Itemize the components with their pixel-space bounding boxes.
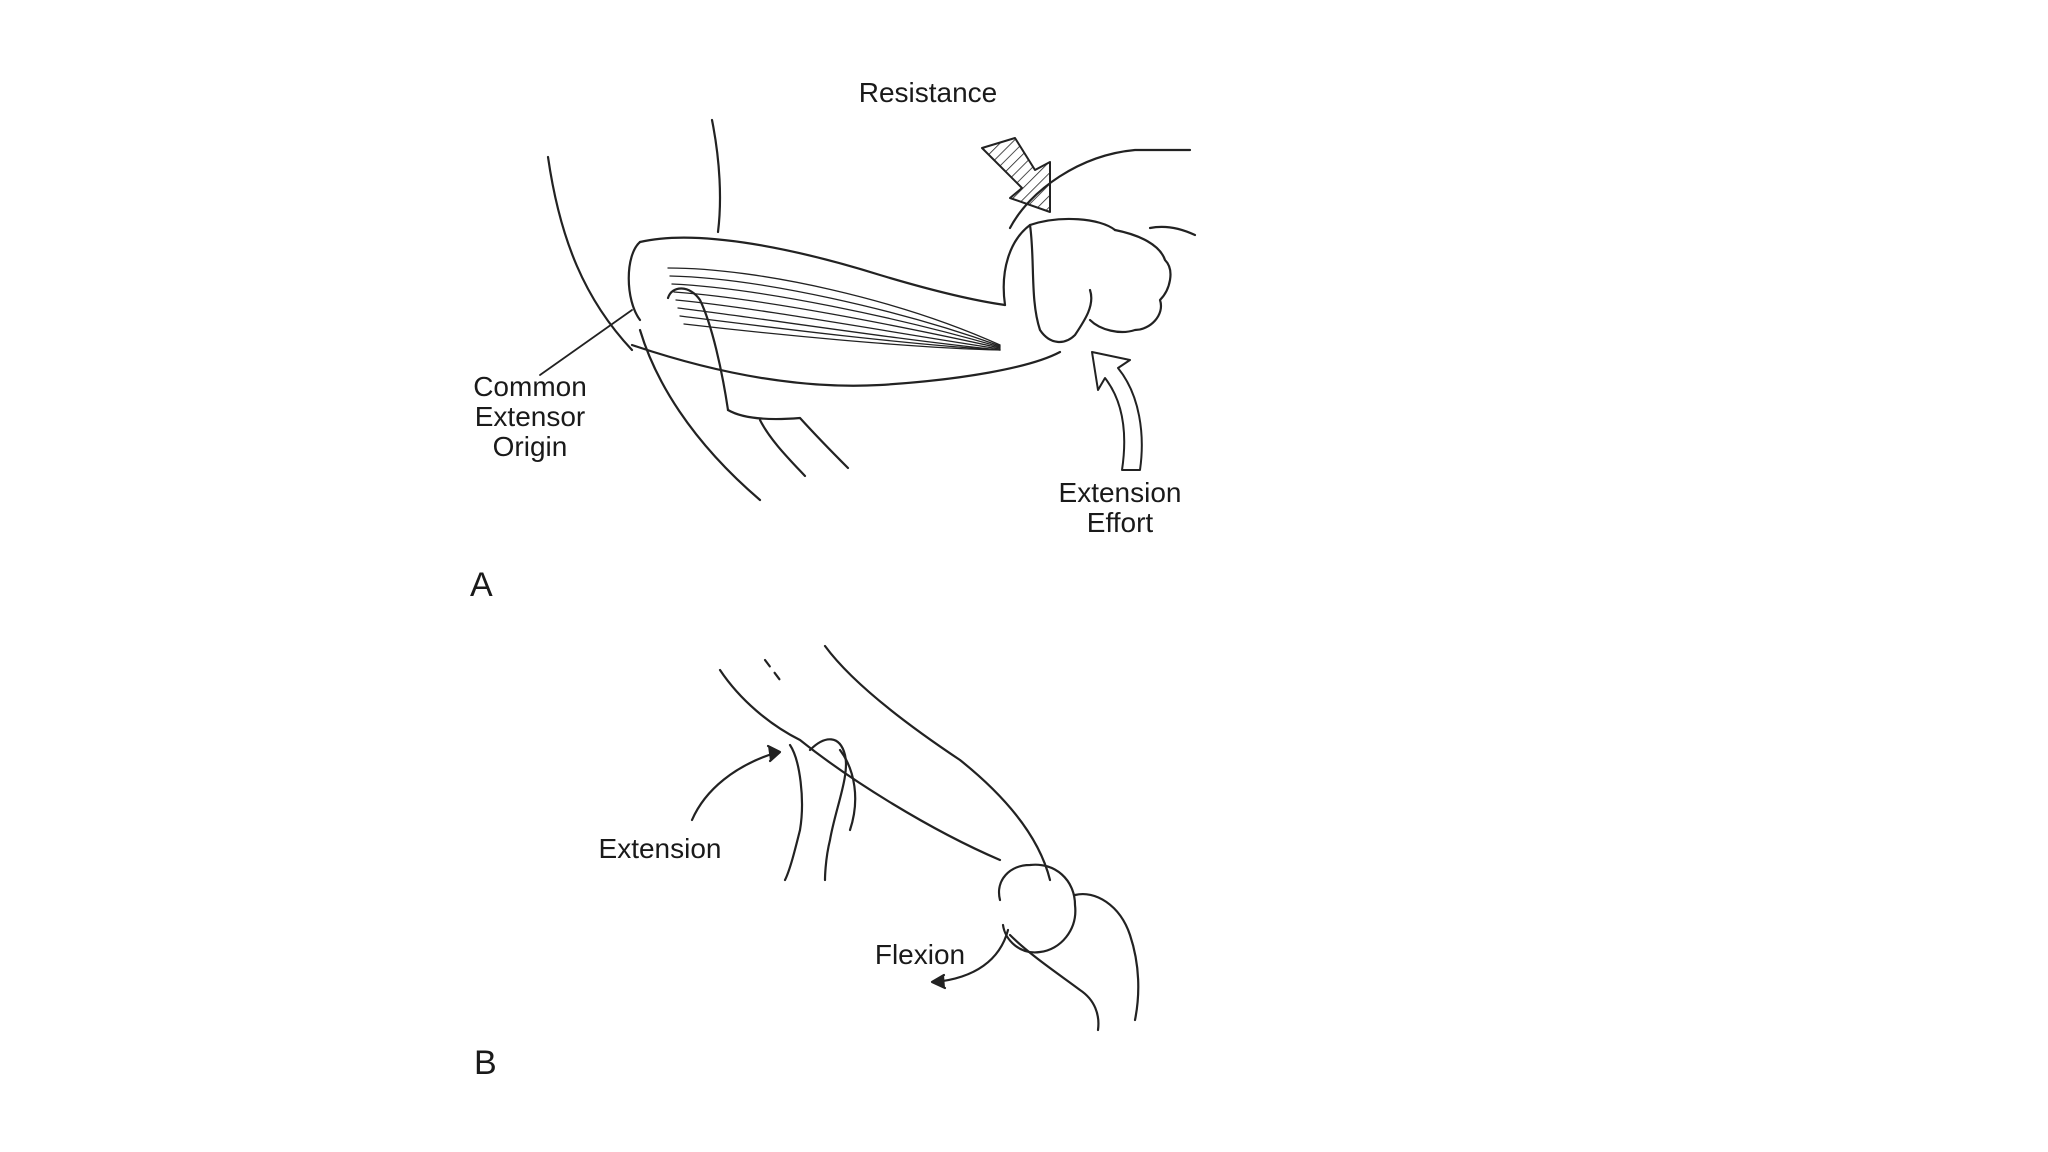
examiner-thumb-elbow — [666, 287, 730, 412]
panel-a-letter: A — [470, 566, 493, 604]
flexion-label: Flexion — [874, 939, 966, 970]
extension-effort-line-1: Extension — [1058, 477, 1182, 508]
flexion-arrow — [933, 928, 1010, 984]
forearm-top-edge — [638, 236, 1007, 307]
b-fist — [997, 863, 1077, 954]
extension-effort-arrow — [1091, 351, 1143, 471]
b-forearm-top — [823, 644, 1052, 882]
panel-b-letter: B — [474, 1044, 497, 1082]
elbow-curve — [627, 240, 642, 322]
extensor-muscle-fibers — [667, 267, 1001, 351]
panel-b-drawing — [690, 644, 1140, 1032]
b-forearm-bottom — [718, 668, 1002, 862]
upper-arm-back — [710, 118, 722, 234]
common-extensor-origin-label: Common Extensor Origin — [450, 372, 610, 462]
b-examiner-hand-wrist — [1073, 892, 1140, 1022]
examiner-hand-fist — [1008, 148, 1192, 230]
common-extensor-origin-line-2: Extensor — [474, 401, 586, 432]
upper-arm-outline — [546, 155, 634, 352]
forearm-bottom-edge — [630, 343, 1062, 387]
origin-leader-line — [539, 309, 633, 376]
b-forearm-dash — [763, 658, 782, 682]
extension-arrow — [690, 750, 780, 822]
extension-effort-line-2: Effort — [1086, 507, 1154, 538]
common-extensor-origin-line-3: Origin — [492, 431, 568, 462]
b-examiner-hand — [783, 743, 804, 882]
resistance-label: Resistance — [858, 77, 998, 108]
examiner-hand-elbow — [638, 328, 762, 502]
common-extensor-origin-line-1: Common — [473, 371, 587, 402]
extension-effort-label: Extension Effort — [1040, 478, 1200, 538]
resistance-arrow — [981, 137, 1051, 213]
panel-a-drawing — [539, 118, 1197, 502]
extension-label: Extension — [598, 833, 722, 864]
